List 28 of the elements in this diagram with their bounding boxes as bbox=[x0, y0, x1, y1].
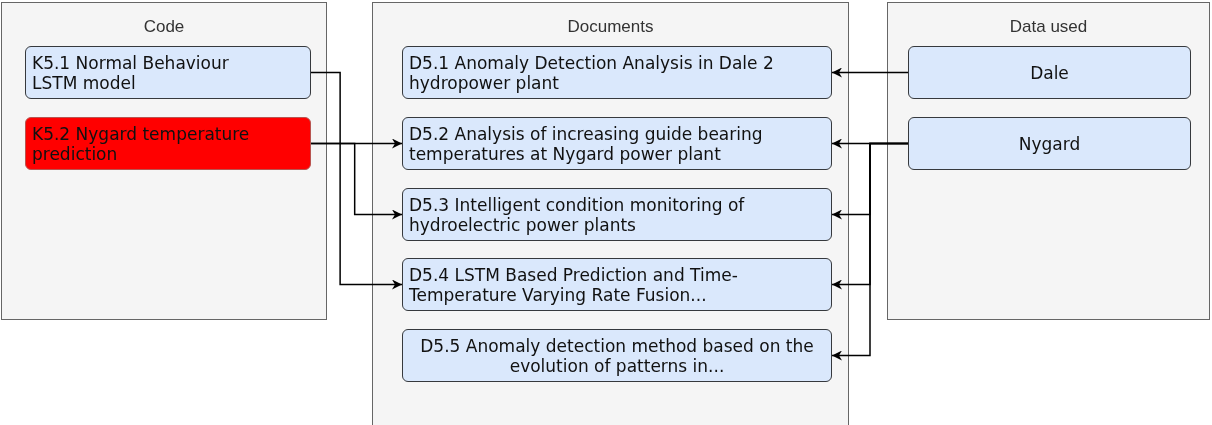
connector-arrow bbox=[310, 71, 403, 290]
highlighted-process-box bbox=[25, 117, 311, 170]
process-box bbox=[402, 258, 832, 311]
process-box bbox=[908, 46, 1191, 99]
process-box bbox=[402, 329, 832, 382]
box-text: D5.4 LSTM Based Prediction and Time-Temperature Varying Rate Fusion... bbox=[409, 264, 739, 305]
box-text: D5.5 Anomaly detection method based on the evolution of patterns in... bbox=[419, 335, 815, 376]
process-box bbox=[25, 46, 311, 99]
box-text: Nygard bbox=[1017, 133, 1082, 154]
box-text: Dale bbox=[1029, 62, 1070, 83]
process-box bbox=[402, 46, 832, 99]
group-panel bbox=[372, 2, 849, 425]
panel-heading: Code bbox=[142, 17, 186, 37]
box-text: D5.3 Intelligent condition monitoring of hydroelectric power plants bbox=[409, 194, 746, 235]
panel-heading: Data used bbox=[1008, 17, 1089, 37]
process-box bbox=[402, 188, 832, 241]
connector-arrow bbox=[831, 142, 909, 361]
group-panel bbox=[887, 2, 1210, 320]
box-text: K5.2 Nygard temperature prediction bbox=[32, 123, 251, 164]
group-panel bbox=[1, 2, 327, 320]
box-text: D5.1 Anomaly Detection Analysis in Dale 2 hydropower plant bbox=[409, 52, 775, 93]
connector-arrow bbox=[831, 67, 909, 78]
box-text: D5.2 Analysis of increasing guide bearing temperatures at Nygard power plant bbox=[409, 123, 764, 164]
panel-heading: Documents bbox=[566, 17, 655, 37]
process-box bbox=[908, 117, 1191, 170]
process-box bbox=[402, 117, 832, 170]
box-text: K5.1 Normal Behaviour LSTM model bbox=[32, 52, 230, 93]
connector-arrow bbox=[310, 142, 403, 220]
